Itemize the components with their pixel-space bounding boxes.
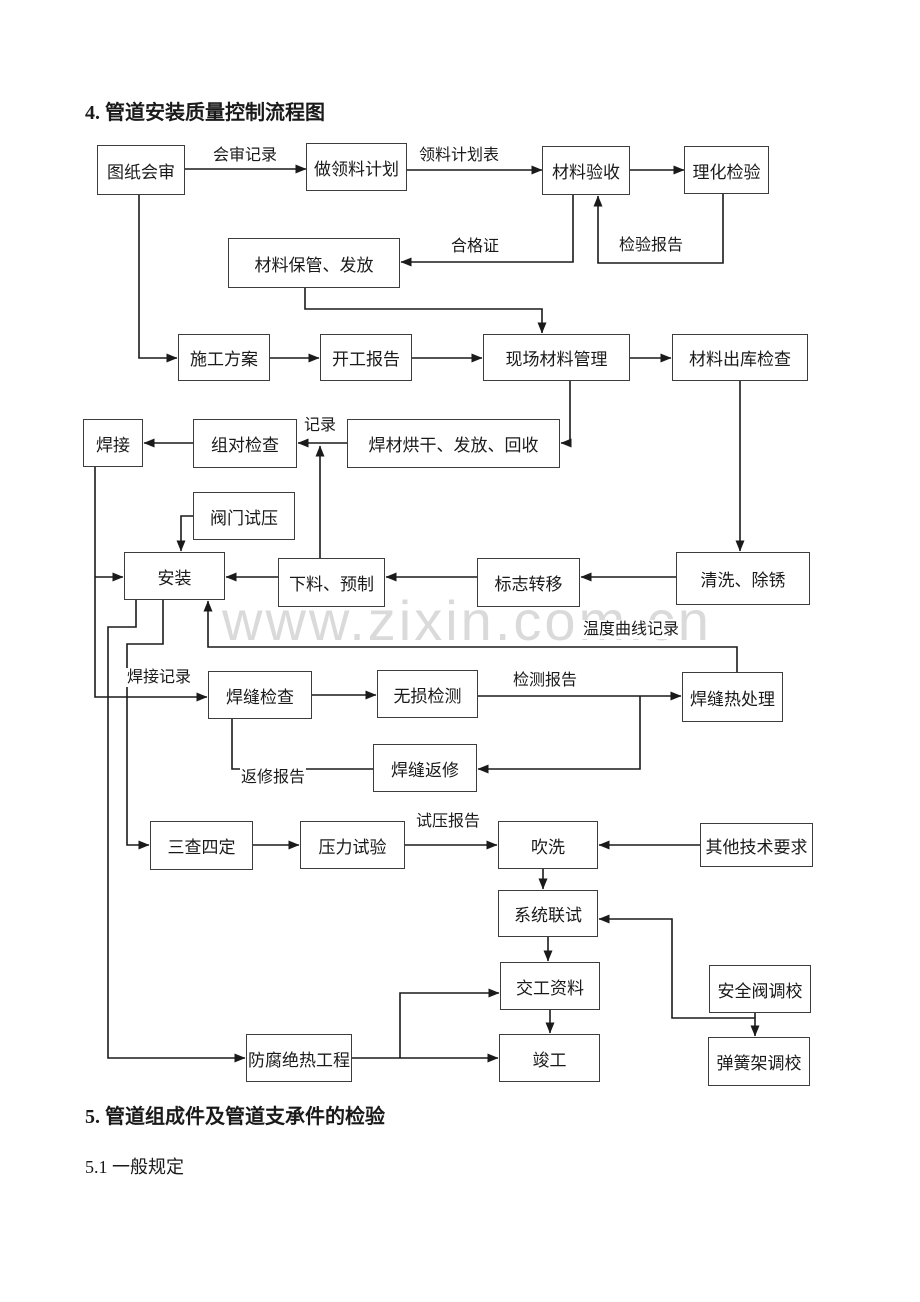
- flow-node-pair-check: 组对检查: [193, 419, 297, 468]
- flow-node-material-acceptance: 材料验收: [542, 146, 630, 195]
- edge-label-picking-plan-table: 领料计划表: [418, 146, 501, 166]
- edge-label-record: 记录: [303, 416, 338, 436]
- flow-node-construction-plan: 施工方案: [178, 334, 270, 381]
- connector-physchem-test-feedback-inspection-report: [593, 194, 724, 264]
- flow-node-cleaning-derust: 清洗、除锈: [676, 552, 810, 605]
- flow-node-weld-inspection: 焊缝检查: [208, 671, 312, 719]
- flow-node-spring-hanger-calib: 弹簧架调校: [708, 1037, 810, 1086]
- connector-weld-repair-to-weld-inspection: [231, 719, 373, 770]
- flow-node-blow-wash: 吹洗: [498, 821, 598, 869]
- connector-site-material-mgmt-to-electrode-baking: [560, 381, 572, 448]
- connector-install-down-to-three-check: [126, 600, 164, 850]
- flow-node-make-picking-plan: 做领料计划: [306, 143, 407, 191]
- flow-node-weld-heat-treatment: 焊缝热处理: [682, 672, 783, 722]
- flow-node-anticorrosion-insulation: 防腐绝热工程: [246, 1034, 352, 1082]
- section-5-1-title: 5.1 一般规定: [85, 1157, 184, 1177]
- flow-node-material-outbound-check: 材料出库检查: [672, 334, 808, 381]
- edge-label-review-record: 会审记录: [212, 146, 279, 166]
- connector-heat-treatment-temp-curve-to-install: [203, 600, 738, 672]
- flow-node-install: 安装: [124, 552, 225, 600]
- flow-node-mark-transfer: 标志转移: [477, 558, 580, 607]
- edge-label-qualified-certificate: 合格证: [450, 237, 501, 257]
- section-4-title: 4. 管道安装质量控制流程图: [85, 102, 325, 124]
- flow-node-handover-docs: 交工资料: [500, 962, 600, 1010]
- flow-node-safety-valve-calib: 安全阀调校: [709, 965, 811, 1013]
- flow-node-site-material-mgmt: 现场材料管理: [483, 334, 630, 381]
- flow-node-welding: 焊接: [83, 419, 143, 467]
- flow-node-system-joint-test: 系统联试: [498, 890, 598, 937]
- flow-node-completion: 竣工: [499, 1034, 600, 1082]
- flow-node-drawing-review: 图纸会审: [97, 145, 185, 195]
- edge-label-inspection-report: 检验报告: [618, 236, 685, 256]
- connector-material-storage-to-site-material-mgmt: [304, 288, 547, 334]
- connector-material-acceptance-qualified-cert-to-storage: [400, 195, 574, 267]
- connector-ndt-branch-to-weld-repair: [477, 696, 641, 774]
- connector-safety-valve-junction-to-system-joint-test: [598, 914, 755, 1019]
- connector-welding-down-to-weld-inspection: [94, 467, 208, 702]
- connector-drawing-review-to-construction-plan: [138, 195, 178, 363]
- flow-node-ndt: 无损检测: [377, 670, 478, 718]
- flow-node-material-storage: 材料保管、发放: [228, 238, 400, 288]
- flow-node-electrode-baking-mgmt: 焊材烘干、发放、回收: [347, 419, 560, 468]
- flow-node-pressure-test: 压力试验: [300, 821, 405, 869]
- flow-node-cutting-prefab: 下料、预制: [278, 558, 385, 607]
- flow-node-other-tech-req: 其他技术要求: [700, 823, 813, 867]
- section-5-title: 5. 管道组成件及管道支承件的检验: [85, 1106, 385, 1128]
- edge-label-pressure-test-report: 试压报告: [415, 812, 482, 832]
- edge-label-detection-report: 检测报告: [512, 671, 579, 691]
- flow-node-start-work-report: 开工报告: [320, 334, 412, 381]
- connector-install-down-to-anticorrosion: [107, 600, 246, 1063]
- flow-node-three-check-four-fix: 三查四定: [150, 821, 253, 870]
- connector-valve-pressure-test-to-install: [176, 515, 193, 552]
- flow-node-weld-repair: 焊缝返修: [373, 744, 477, 792]
- flow-node-physchem-test: 理化检验: [684, 146, 769, 194]
- connector-anticorrosion-branch-to-handover-docs: [399, 988, 500, 1058]
- edge-label-temperature-curve-record: 温度曲线记录: [582, 620, 681, 640]
- edge-label-welding-record: 焊接记录: [126, 668, 193, 688]
- flow-node-valve-pressure-test: 阀门试压: [193, 492, 295, 540]
- edge-label-repair-report: 返修报告: [240, 768, 307, 788]
